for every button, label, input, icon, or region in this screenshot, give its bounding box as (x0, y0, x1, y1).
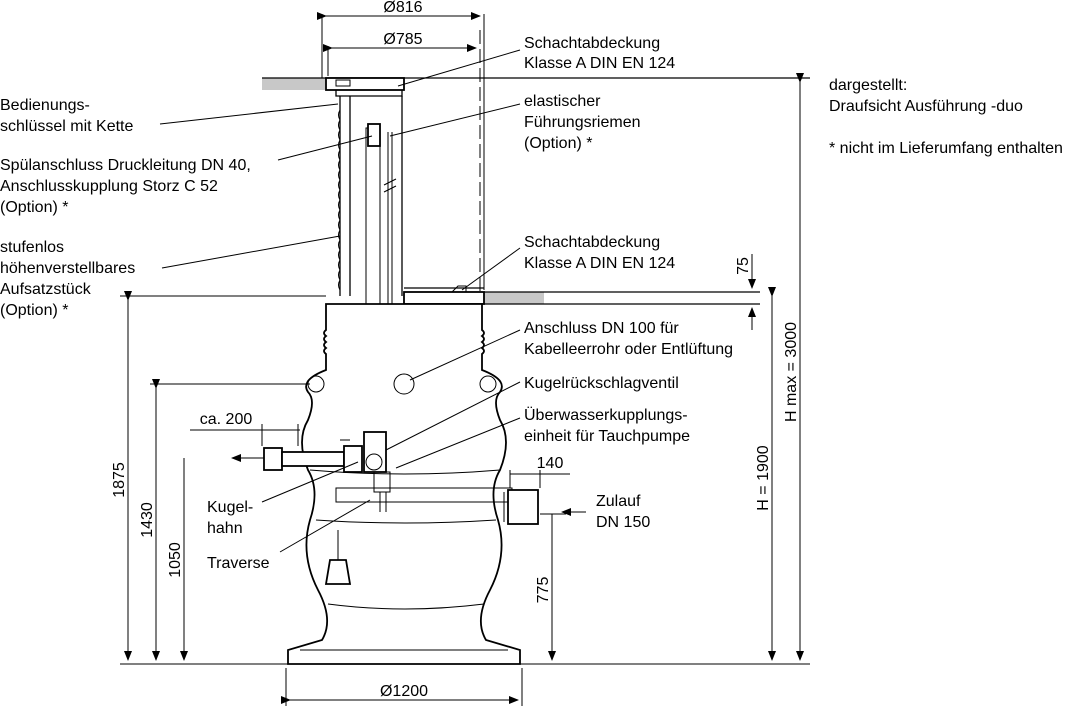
label-extension-1: stufenlos (0, 239, 64, 256)
label-belt-1: elastischer (524, 93, 601, 110)
label-cover-low-1: Schachtabdeckung (524, 234, 660, 251)
label-check-valve: Kugelrückschlagventil (524, 375, 679, 392)
leader-lines (159, 49, 521, 553)
label-flush-1: Spülanschluss Druckleitung DN 40, (0, 157, 251, 174)
notes: dargestellt: Draufsicht Ausführung -duo … (829, 77, 1063, 157)
label-key-2: schlüssel mit Kette (0, 118, 133, 135)
label-extension-3: Aufsatzstück (0, 281, 92, 298)
ground-strip-top-left (262, 78, 326, 90)
label-inlet-2: DN 150 (596, 514, 650, 531)
dim-h1430: 1430 (139, 502, 156, 538)
dimension-lines (120, 12, 810, 706)
ground-strip-mid-right (484, 292, 544, 304)
label-connection-1: Anschluss DN 100 für (524, 320, 679, 337)
label-cover-top-1: Schachtabdeckung (524, 35, 660, 52)
dim-h1875: 1875 (111, 462, 128, 498)
dim-w200: ca. 200 (200, 411, 253, 428)
note-footnote: * nicht im Lieferumfang enthalten (829, 140, 1063, 157)
dim-d1200: Ø1200 (380, 683, 428, 700)
dim-h1900: H = 1900 (755, 445, 772, 510)
label-belt-2: Führungsriemen (524, 114, 641, 131)
dim-h1050: 1050 (167, 542, 184, 578)
dim-d816: Ø816 (383, 0, 422, 16)
label-ball-valve-1: Kugel- (207, 499, 253, 516)
callout-texts: Schachtabdeckung Klasse A DIN EN 124 ela… (0, 35, 733, 572)
note-shown-1: dargestellt: (829, 77, 907, 94)
label-key-1: Bedienungs- (0, 97, 90, 114)
label-belt-3: (Option) * (524, 135, 592, 152)
dim-h75: 75 (735, 257, 752, 275)
label-flush-2: Anschlusskupplung Storz C 52 (0, 178, 218, 195)
dim-h775: 775 (535, 577, 552, 604)
label-ball-valve-2: hahn (207, 520, 243, 537)
label-extension-4: (Option) * (0, 302, 68, 319)
dim-d785: Ø785 (383, 31, 422, 48)
label-flush-3: (Option) * (0, 199, 68, 216)
dimension-texts: Ø816 Ø785 Ø1200 140 ca. 200 75 H max = 3… (111, 0, 800, 700)
label-cover-top-2: Klasse A DIN EN 124 (524, 55, 675, 72)
tank-body (263, 303, 539, 665)
note-shown-2: Draufsicht Ausführung -duo (829, 98, 1023, 115)
label-connection-2: Kabelleerrohr oder Entlüftung (524, 341, 733, 358)
label-cover-low-2: Klasse A DIN EN 124 (524, 255, 675, 272)
label-inlet-1: Zulauf (596, 493, 641, 510)
dim-h3000: H max = 3000 (783, 322, 800, 422)
dim-w140: 140 (537, 455, 564, 472)
label-traverse: Traverse (207, 555, 270, 572)
label-coupling-1: Überwasserkupplungs- (524, 406, 688, 424)
label-extension-2: höhenverstellbares (0, 260, 135, 277)
label-coupling-2: einheit für Tauchpumpe (524, 428, 690, 445)
lower-cover (403, 285, 760, 305)
